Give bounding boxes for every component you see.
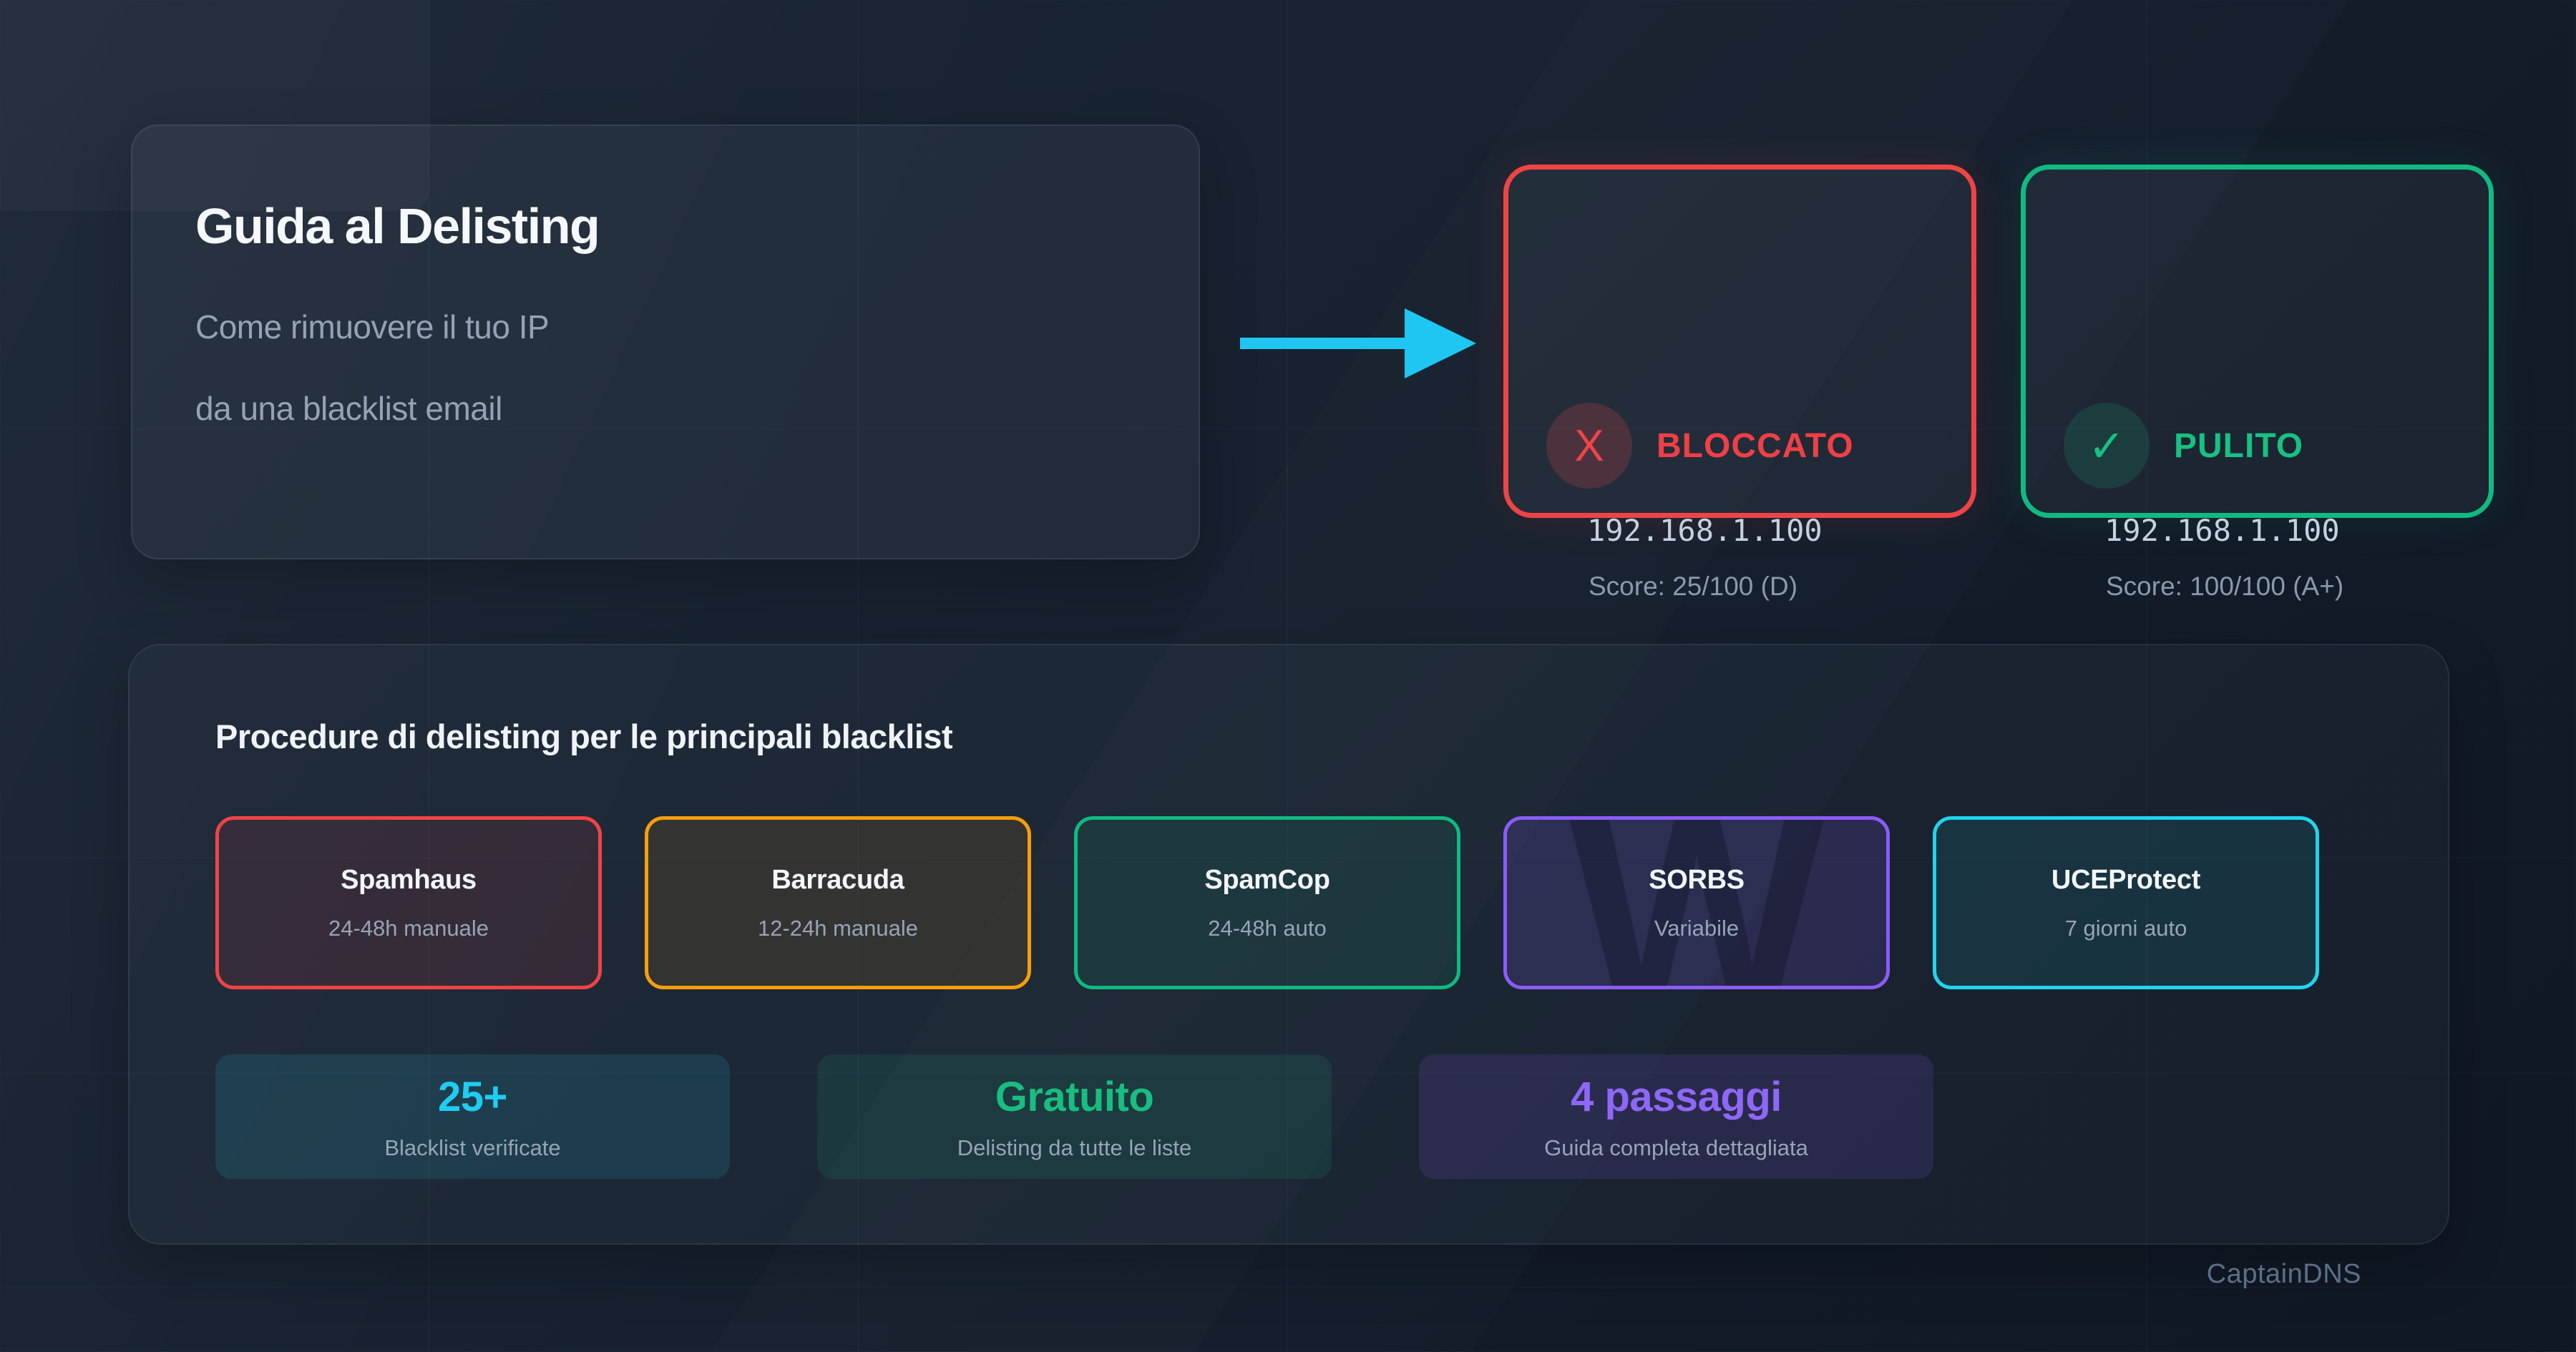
blacklist-name: Barracuda — [771, 864, 904, 895]
blacklist-name: UCEProtect — [2051, 864, 2201, 895]
blacklist-name: SORBS — [1649, 864, 1745, 895]
brand-watermark: CaptainDNS — [2206, 1259, 2361, 1289]
stats-row: 25+ Blacklist verificate Gratuito Delist… — [215, 1054, 1933, 1179]
hero-card: Guida al Delisting Come rimuovere il tuo… — [131, 124, 1200, 559]
blocked-status-label: BLOCCATO — [1657, 426, 1854, 465]
stat-card-free: Gratuito Delisting da tutte le liste — [817, 1054, 1332, 1179]
blacklist-card-barracuda: Barracuda 12-24h manuale — [645, 816, 1031, 989]
blacklist-time: 24-48h manuale — [328, 915, 489, 941]
page-subtitle-line2: da una blacklist email — [195, 390, 502, 427]
blacklist-cards-row: Spamhaus 24-48h manuale Barracuda 12-24h… — [215, 816, 2319, 989]
stat-card-steps: 4 passaggi Guida completa dettagliata — [1419, 1054, 1933, 1179]
blacklist-time: 24-48h auto — [1208, 915, 1327, 941]
stat-label: Blacklist verificate — [384, 1135, 561, 1160]
blocked-score-value: Score: 25/100 (D) — [1589, 572, 1798, 601]
arrow-right-icon — [1240, 308, 1476, 378]
clean-score-value: Score: 100/100 (A+) — [2106, 572, 2344, 601]
decor-corner-block — [0, 0, 429, 211]
blacklist-time: Variabile — [1654, 915, 1740, 941]
blocked-status-row: X BLOCCATO — [1546, 403, 1854, 489]
blacklist-time: 7 giorni auto — [2064, 915, 2187, 941]
blacklist-card-spamhaus: Spamhaus 24-48h manuale — [215, 816, 602, 989]
clean-status-label: PULITO — [2174, 426, 2304, 465]
clean-ip-value: 192.168.1.100 — [2104, 513, 2340, 548]
stat-value: Gratuito — [995, 1073, 1154, 1120]
procedures-heading: Procedure di delisting per le principali… — [215, 717, 953, 755]
stat-value: 25+ — [438, 1073, 507, 1120]
blacklist-card-sorbs: W SORBS Variabile — [1503, 816, 1890, 989]
clean-status-card: ✓ PULITO 192.168.1.100 Score: 100/100 (A… — [2021, 165, 2494, 601]
stat-label: Guida completa dettagliata — [1544, 1135, 1808, 1160]
x-icon: X — [1546, 403, 1632, 489]
check-icon: ✓ — [2064, 403, 2150, 489]
stat-card-blacklists: 25+ Blacklist verificate — [215, 1054, 730, 1179]
clean-status-row: ✓ PULITO — [2064, 403, 2303, 489]
blocked-status-card: X BLOCCATO 192.168.1.100 Score: 25/100 (… — [1503, 165, 1976, 601]
procedures-panel: Procedure di delisting per le principali… — [128, 644, 2449, 1245]
blacklist-card-uceprotect: UCEProtect 7 giorni auto — [1933, 816, 2319, 989]
sorbs-watermark-letter: W — [1568, 816, 1825, 989]
blacklist-card-spamcop: SpamCop 24-48h auto — [1074, 816, 1460, 989]
blacklist-time: 12-24h manuale — [757, 915, 919, 941]
blocked-ip-value: 192.168.1.100 — [1587, 513, 1823, 548]
blacklist-name: SpamCop — [1204, 864, 1330, 895]
page-subtitle-line1: Come rimuovere il tuo IP — [195, 308, 550, 346]
blacklist-name: Spamhaus — [341, 864, 477, 895]
stat-label: Delisting da tutte le liste — [957, 1135, 1192, 1160]
stat-value: 4 passaggi — [1571, 1073, 1782, 1120]
page-title: Guida al Delisting — [195, 198, 600, 254]
